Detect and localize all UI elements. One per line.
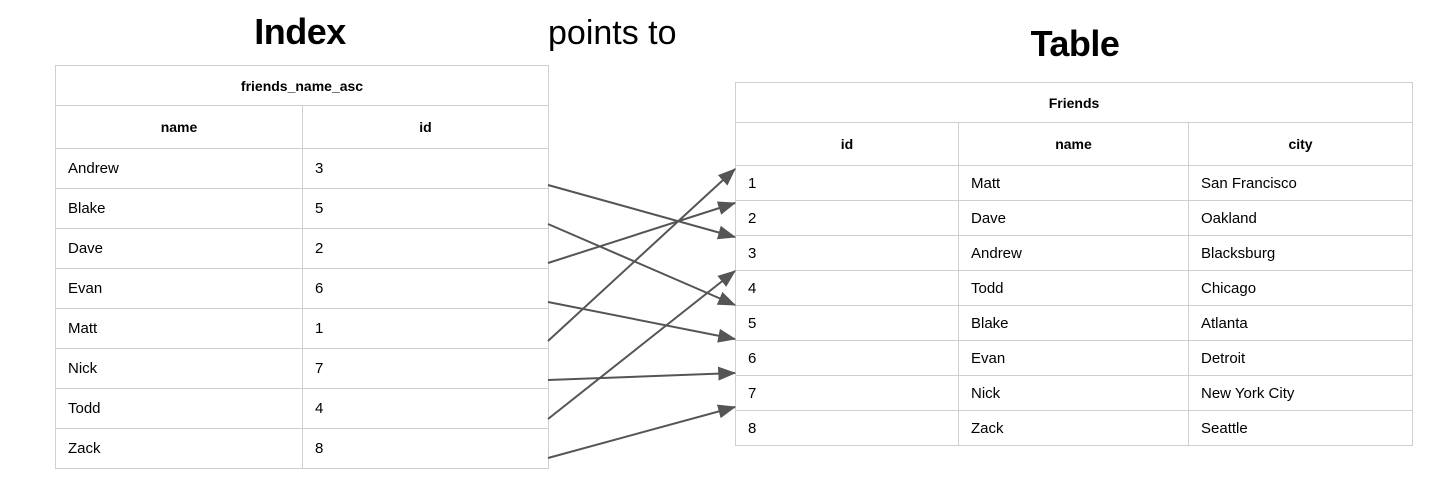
index-column-header-id: id — [302, 105, 549, 149]
friends-column-header-city: city — [1187, 122, 1414, 166]
friends-cell-name: Andrew — [958, 235, 1189, 271]
friends-cell-city: Detroit — [1187, 340, 1414, 376]
friends-cell-name: Nick — [958, 375, 1189, 411]
friends-table: Friends id name city 1 Matt San Francisc… — [734, 82, 1414, 446]
table-row: Zack 8 — [55, 428, 549, 469]
friends-cell-name: Blake — [958, 305, 1189, 341]
friends-cell-city: Oakland — [1187, 200, 1414, 236]
arrow-blake-to-id-5 — [547, 223, 737, 306]
friends-column-header-name: name — [958, 122, 1189, 166]
index-cell-name: Evan — [55, 268, 303, 309]
friends-cell-name: Evan — [958, 340, 1189, 376]
friends-cell-city: Seattle — [1187, 410, 1414, 446]
index-cell-id: 6 — [302, 268, 549, 309]
index-cell-id: 4 — [302, 388, 549, 429]
friends-cell-name: Dave — [958, 200, 1189, 236]
index-cell-name: Todd — [55, 388, 303, 429]
table-row: 7 Nick New York City — [735, 375, 1414, 411]
arrow-evan-to-id-6 — [547, 301, 737, 343]
table-row: 1 Matt San Francisco — [735, 165, 1414, 201]
friends-cell-name: Matt — [958, 165, 1189, 201]
arrow-todd-to-id-4 — [547, 270, 736, 420]
arrow-zack-to-id-8 — [547, 404, 737, 459]
friends-cell-id: 4 — [735, 270, 959, 306]
table-row: 2 Dave Oakland — [735, 200, 1414, 236]
index-table-header-row: name id — [55, 105, 549, 149]
friends-cell-id: 2 — [735, 200, 959, 236]
friends-cell-city: New York City — [1187, 375, 1414, 411]
index-cell-name: Nick — [55, 348, 303, 389]
friends-column-header-id: id — [735, 122, 959, 166]
index-cell-id: 2 — [302, 228, 549, 269]
index-cell-id: 3 — [302, 148, 549, 189]
index-cell-id: 7 — [302, 348, 549, 389]
friends-cell-id: 8 — [735, 410, 959, 446]
friends-cell-city: Blacksburg — [1187, 235, 1414, 271]
arrow-matt-to-id-1 — [547, 168, 736, 342]
index-cell-name: Andrew — [55, 148, 303, 189]
friends-cell-id: 6 — [735, 340, 959, 376]
table-row: Evan 6 — [55, 268, 549, 309]
friends-cell-id: 7 — [735, 375, 959, 411]
table-title: Table — [1030, 23, 1120, 64]
friends-cell-name: Zack — [958, 410, 1189, 446]
table-row: 8 Zack Seattle — [735, 410, 1414, 446]
index-table: friends_name_asc name id Andrew 3 Blake … — [55, 65, 549, 469]
index-cell-name: Blake — [55, 188, 303, 229]
table-row: Dave 2 — [55, 228, 549, 269]
index-table-body: friends_name_asc name id Andrew 3 Blake … — [55, 65, 549, 469]
index-cell-id: 8 — [302, 428, 549, 469]
friends-table-body: Friends id name city 1 Matt San Francisc… — [734, 82, 1414, 446]
arrow-nick-to-id-7 — [547, 366, 737, 381]
index-title: Index — [254, 11, 346, 52]
table-row: 5 Blake Atlanta — [735, 305, 1414, 341]
friends-cell-city: Atlanta — [1187, 305, 1414, 341]
friends-cell-city: San Francisco — [1187, 165, 1414, 201]
friends-cell-id: 3 — [735, 235, 959, 271]
table-row: Todd 4 — [55, 388, 549, 429]
friends-name-cell: Friends — [734, 82, 1414, 123]
table-row: Blake 5 — [55, 188, 549, 229]
arrow-dave-to-id-2 — [547, 201, 737, 264]
index-name-cell: friends_name_asc — [55, 65, 549, 106]
points-to-label: points to — [548, 14, 677, 52]
friends-cell-id: 5 — [735, 305, 959, 341]
table-row: Andrew 3 — [55, 148, 549, 189]
index-cell-name: Zack — [55, 428, 303, 469]
arrow-andrew-to-id-3 — [547, 184, 737, 240]
table-row: Matt 1 — [55, 308, 549, 349]
table-row: 3 Andrew Blacksburg — [735, 235, 1414, 271]
index-cell-id: 1 — [302, 308, 549, 349]
index-cell-name: Dave — [55, 228, 303, 269]
friends-table-header-row: id name city — [735, 122, 1414, 166]
friends-cell-id: 1 — [735, 165, 959, 201]
friends-cell-city: Chicago — [1187, 270, 1414, 306]
index-table-name-row: friends_name_asc — [55, 65, 549, 106]
table-row: 6 Evan Detroit — [735, 340, 1414, 376]
friends-table-name-row: Friends — [734, 82, 1414, 123]
index-column-header-name: name — [55, 105, 303, 149]
friends-cell-name: Todd — [958, 270, 1189, 306]
table-row: Nick 7 — [55, 348, 549, 389]
index-cell-id: 5 — [302, 188, 549, 229]
table-row: 4 Todd Chicago — [735, 270, 1414, 306]
index-cell-name: Matt — [55, 308, 303, 349]
